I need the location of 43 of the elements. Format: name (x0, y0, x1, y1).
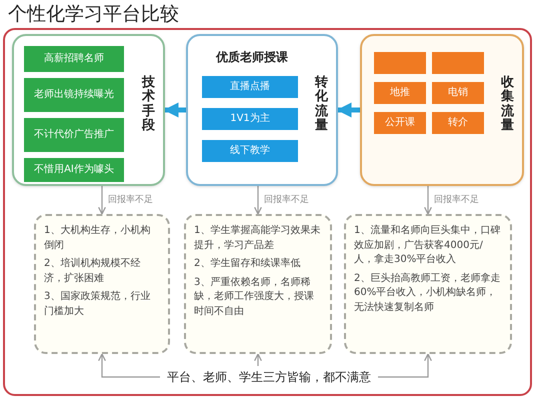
method-box: 老师出镜持续曝光 (24, 78, 124, 112)
channel-box (432, 52, 484, 74)
panel-heading: 优质老师授课 (214, 49, 289, 66)
arrow (424, 186, 432, 215)
note-box (344, 214, 512, 354)
note-text: 1、大机构生存，小机构倒闭 (44, 224, 152, 252)
panel-box (186, 34, 338, 186)
channel-box (374, 52, 426, 74)
method-box: 高薪招聘名师 (24, 46, 124, 72)
edge-label: 回报率不足 (262, 194, 311, 206)
arrow (254, 186, 262, 215)
course-box: 线下教学 (202, 140, 298, 162)
edge-label: 回报率不足 (432, 194, 481, 206)
arrow (336, 102, 360, 118)
vertical-label: 收集流量 (501, 76, 514, 134)
note-box (184, 214, 332, 354)
channel-box: 公开课 (374, 112, 426, 134)
edge-label: 回报率不足 (106, 194, 155, 206)
arrow (98, 186, 106, 215)
note-text: 2、学生留存和续课率低 (194, 257, 302, 271)
channel-box: 地推 (374, 82, 426, 104)
arrow (378, 353, 432, 378)
vertical-label: 技术手段 (142, 76, 155, 134)
method-box: 不惜用AI作为噱头 (24, 158, 124, 182)
arrow (254, 353, 262, 366)
note-text: 3、国家政策规范，行业门槛加大 (44, 290, 152, 318)
note-text: 3、严重依赖名师，名师稀缺，老师工作强度大，授课时间不自由 (194, 276, 315, 318)
course-box: 直播点播 (202, 76, 298, 98)
panel-box (360, 34, 524, 186)
panel-box (12, 34, 165, 186)
arrow (98, 353, 160, 378)
method-box: 不计代价广告推广 (24, 118, 124, 152)
course-box: 1V1为主 (202, 108, 298, 130)
arrow (164, 102, 186, 118)
note-text: 1、学生掌握高能学习效果未提升，学习产品差 (194, 224, 322, 252)
vertical-label: 转化流量 (315, 76, 328, 134)
note-text: 2、巨头抬高教师工资，老师拿走60%平台收入，小机构缺名师，无法快速复制名师 (354, 272, 502, 314)
note-text: 2、培训机构规模不经济，扩张困难 (44, 257, 142, 286)
channel-box: 转介 (432, 112, 484, 134)
note-box (34, 214, 170, 354)
channel-box: 电销 (432, 82, 484, 104)
title: 个性化学习平台比较 (8, 2, 179, 26)
note-text: 1、流量和名师向巨头集中，口碑效应加剧，广告获客4000元/人，拿走30%平台收入 (354, 224, 502, 267)
